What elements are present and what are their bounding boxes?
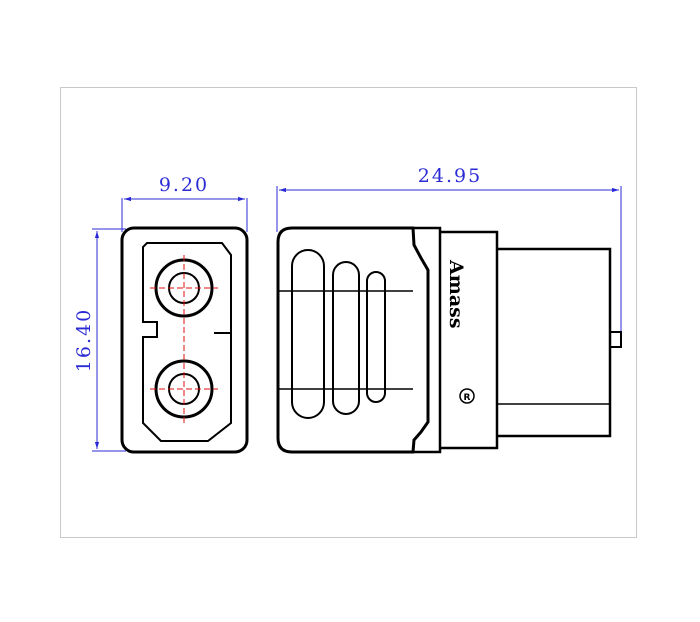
height-dimension: 16.40 [73,228,126,452]
side-collar [413,226,442,454]
width-dimension-label: 9.20 [159,174,209,196]
length-dimension: 24.95 [276,165,622,335]
grip-rib-3 [366,271,386,403]
grip-rib-1 [291,249,325,419]
brand-mark: Amass [445,259,467,329]
width-dimension: 9.20 [121,174,248,232]
side-view [276,226,622,454]
side-housing-outline [276,226,430,454]
height-dimension-label: 16.40 [73,308,95,372]
side-rear-body [497,247,612,438]
registered-mark: R [464,393,471,403]
length-dimension-label: 24.95 [418,165,482,187]
side-flange [440,230,499,450]
center-lines [150,255,218,425]
front-view-inner-outline [142,242,232,442]
brand-logo: Amass R [445,259,475,404]
drawing-frame [60,87,637,538]
side-rear-pin [609,331,622,348]
grip-rib-2 [332,261,360,415]
registered-mark-circle [459,388,475,404]
front-view-outer-outline [120,226,249,454]
